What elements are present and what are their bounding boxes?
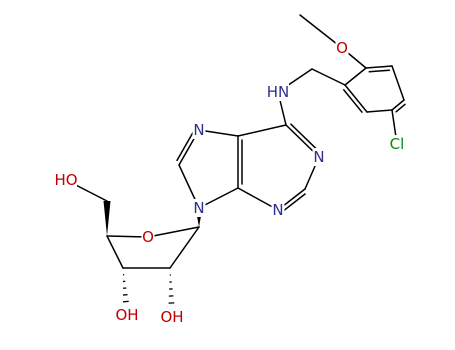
atom-o-methoxy: O (335, 39, 349, 57)
atom-n1: N (312, 148, 326, 166)
bond-ar-1-2 (365, 65, 393, 69)
bond-c1p-c2p (169, 226, 200, 269)
bond-ar-4-5 (366, 109, 393, 113)
bond-ar-1-2-inner (368, 69, 391, 73)
atom-n7: N (192, 121, 206, 139)
bond-ar-6-1 (344, 67, 367, 86)
bond-oring-c4p (106, 235, 149, 238)
atom-oh3: OH (115, 306, 139, 324)
bond-layer (65, 14, 406, 318)
atom-n9: N (192, 199, 206, 217)
atom-nh: HN (267, 83, 290, 101)
atom-o-ring: O (141, 228, 155, 246)
bond-ar-5-6-inner (343, 89, 363, 113)
atom-oh2: OH (160, 308, 184, 326)
bond-ar-5-6 (344, 84, 368, 113)
atom-o-ring-text: O (142, 228, 154, 246)
bond-c4p-c5p-wedge (103, 201, 111, 236)
atom-nh-text: HN (267, 83, 290, 101)
atom-ho5-text: HO (54, 171, 77, 189)
bond-ar-2-3 (391, 65, 405, 101)
bond-c2-n3-double (282, 193, 306, 213)
bond-c1p-oring (147, 226, 200, 238)
atom-ho5: HO (54, 171, 78, 189)
bond-c5-c6 (237, 124, 287, 137)
bond-ar-3-4 (391, 99, 405, 111)
atom-oh3-text: OH (115, 306, 138, 324)
bond-n3-c4 (237, 187, 279, 211)
atom-n3: N (271, 201, 285, 219)
bond-n7-c8-double (176, 129, 195, 162)
bond-c6-n1-double (290, 123, 321, 153)
bond-c3p-c4p (106, 235, 124, 269)
bond-methyl-o (299, 14, 343, 49)
atom-n3-text: N (272, 201, 283, 219)
atom-n7-text: N (193, 121, 204, 139)
atom-cl-text: Cl (390, 135, 405, 153)
atom-o-methoxy-text: O (336, 39, 348, 57)
bond-ar-3-4-inner (395, 103, 406, 113)
atom-cl: Cl (386, 135, 408, 153)
bond-aryl-ch2 (311, 68, 346, 86)
atom-n9-text: N (193, 199, 204, 217)
atom-n1-text: N (313, 148, 324, 166)
atom-oh2-text: OH (160, 308, 183, 326)
